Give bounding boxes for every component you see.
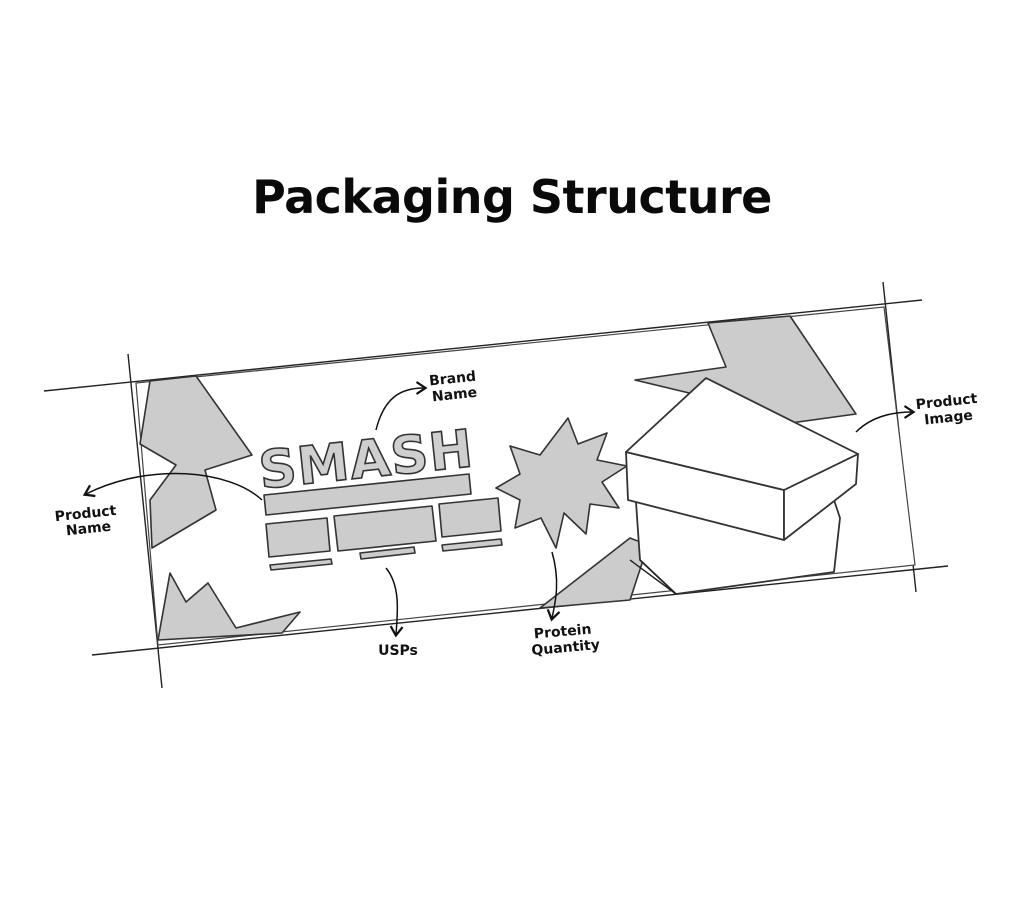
decorative-shapes — [139, 315, 857, 641]
callout-label-product-name: Product Name — [54, 503, 117, 540]
arrow-brand-name — [375, 381, 428, 431]
callout-label-usps: USPs — [378, 643, 418, 659]
arrow-usps — [385, 567, 404, 638]
spiky-shape-bottom-left — [157, 572, 301, 641]
usp-block-3 — [438, 497, 502, 538]
arrow-protein-quantity — [546, 551, 561, 622]
product-image-line-2: Image — [923, 408, 973, 429]
product-bar-top-face — [625, 377, 859, 491]
brand-name-line-1: Brand — [428, 369, 476, 390]
arrow-product-name — [82, 472, 263, 501]
usp-line-2 — [359, 546, 416, 560]
protein-quantity-line-1: Protein — [533, 622, 592, 643]
usp-line-1 — [269, 558, 333, 571]
arrow-product-image — [855, 405, 916, 433]
text-placeholders — [263, 473, 503, 571]
product-name-line-2: Name — [65, 519, 112, 540]
usp-line-3 — [441, 538, 503, 552]
usps-label: USPs — [378, 643, 418, 659]
usp-block-2 — [333, 505, 437, 552]
callout-label-protein-quantity: Protein Quantity — [531, 622, 601, 659]
brand-name-line-2: Name — [431, 385, 478, 406]
product-image-line-1: Product — [915, 391, 978, 413]
diagram-title: Packaging Structure — [252, 170, 772, 224]
callout-arrows — [82, 381, 916, 638]
product-name-bar — [263, 473, 472, 516]
product-image — [625, 377, 859, 595]
starburst-badge — [495, 417, 628, 549]
usp-block-1 — [265, 517, 331, 558]
lightning-shape-left — [139, 375, 253, 549]
callout-label-product-image: Product Image — [915, 391, 978, 429]
callout-label-brand-name: Brand Name — [428, 369, 478, 406]
product-name-line-1: Product — [54, 503, 117, 525]
protein-quantity-line-2: Quantity — [531, 637, 601, 659]
